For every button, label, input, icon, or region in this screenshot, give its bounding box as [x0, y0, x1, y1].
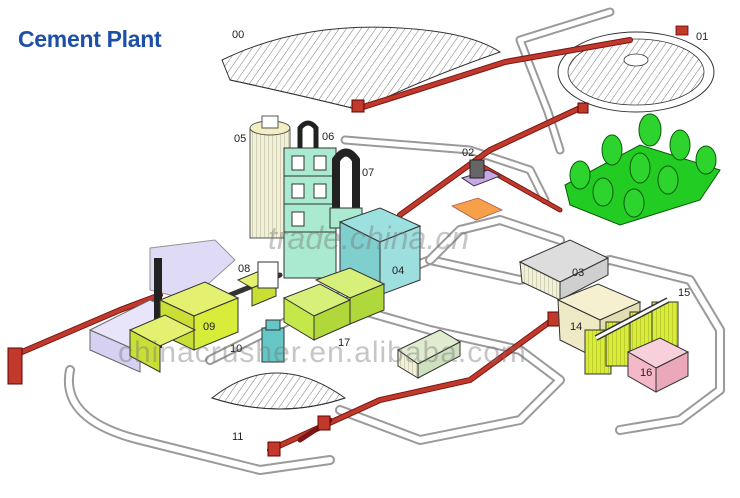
label-01: 01: [696, 31, 708, 43]
label-10: 10: [230, 343, 242, 355]
cement-silos-15: [584, 297, 679, 375]
label-17: 17: [338, 337, 350, 349]
transfer-tower: [7, 347, 23, 385]
label-00: 00: [232, 29, 244, 41]
unit-08: [257, 261, 279, 289]
cement-mill-09: [128, 269, 278, 373]
label-14: 14: [570, 321, 582, 333]
label-02: 02: [462, 147, 474, 159]
watermark-top: trade.china.cn: [268, 220, 470, 256]
diagram-title: Cement Plant: [18, 26, 162, 52]
orange-block: [451, 197, 503, 221]
building-17: [282, 267, 386, 341]
preheater-tower-06: [283, 120, 337, 279]
label-05: 05: [234, 133, 246, 145]
label-03: 03: [572, 267, 584, 279]
transfer-tower: [267, 441, 281, 457]
coal-mill-10: [261, 319, 285, 363]
label-09: 09: [203, 321, 215, 333]
label-04: 04: [392, 265, 404, 277]
transfer-tower: [351, 99, 365, 113]
label-15: 15: [678, 287, 690, 299]
raw-mill-silo-05: [249, 115, 291, 239]
label-16: 16: [640, 367, 652, 379]
transfer-tower: [577, 102, 589, 114]
tree-area: [564, 113, 721, 226]
label-07: 07: [362, 167, 374, 179]
shed: [397, 329, 462, 379]
component-labels: 00 01 02 03 04 05 06 07 08 09 10 11 14 1…: [203, 29, 708, 443]
circular-stockpile-01: [557, 25, 715, 113]
watermark-bottom: chinacrusher.en.alibaba.com: [118, 336, 527, 369]
label-08: 08: [238, 263, 250, 275]
storage-dome-00: [221, 26, 502, 111]
coal-dome-11: [210, 372, 347, 410]
label-06: 06: [322, 131, 334, 143]
building-16: [626, 337, 690, 393]
transfer-tower: [547, 311, 561, 327]
crusher-02: [460, 159, 502, 187]
storage-shed-03: [518, 239, 610, 301]
label-11: 11: [232, 431, 243, 443]
transfer-tower: [317, 415, 331, 431]
